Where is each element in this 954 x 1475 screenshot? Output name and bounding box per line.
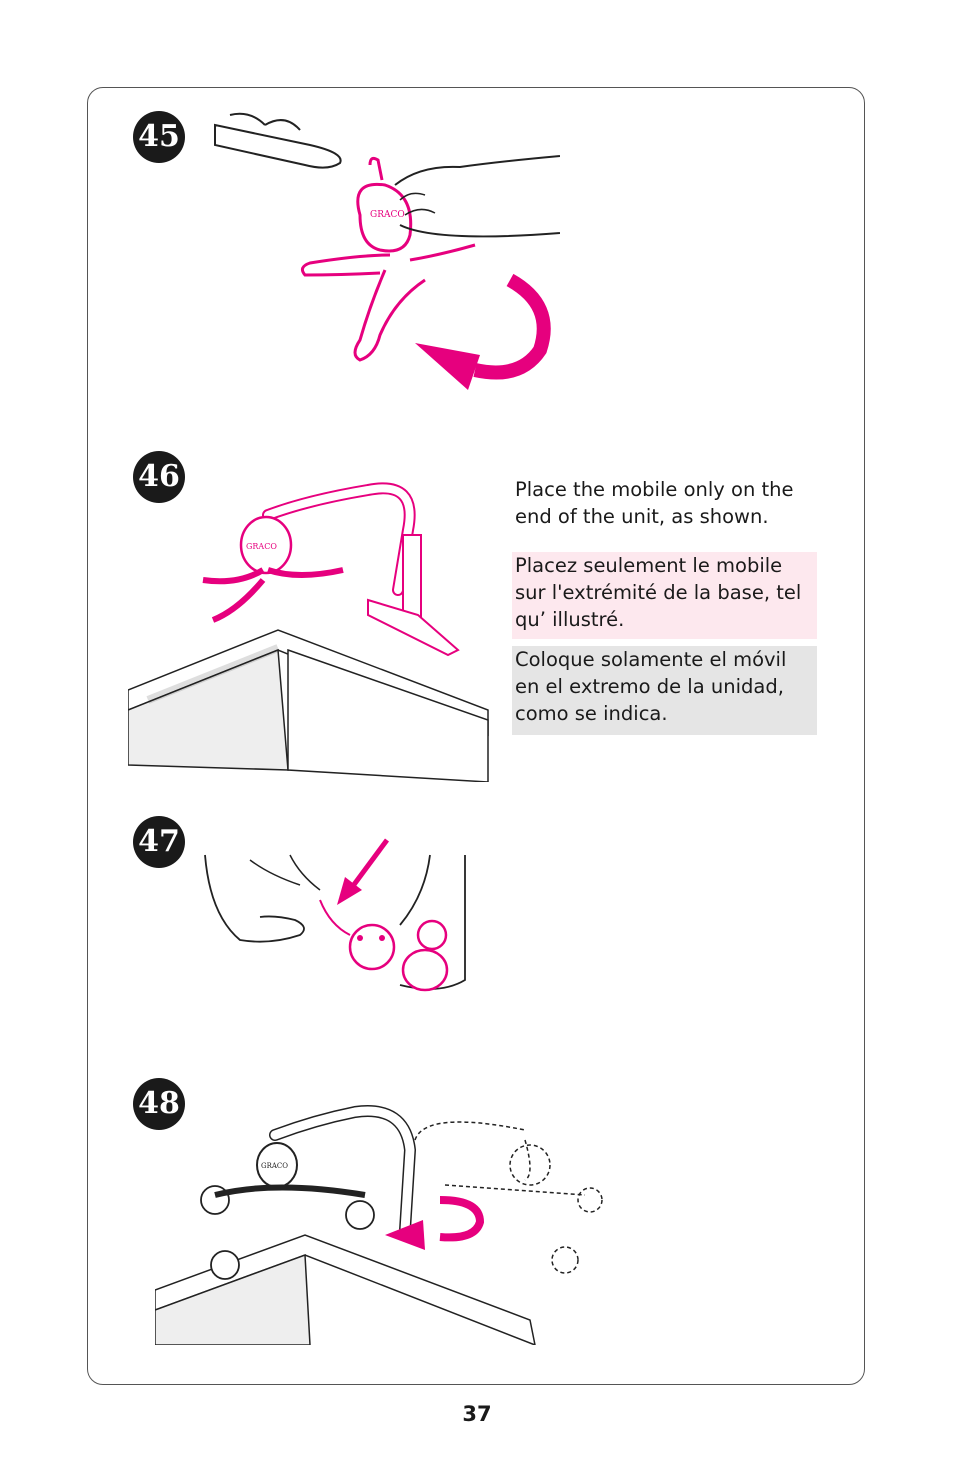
step-48-illustration: GRACO [155,1105,603,1345]
step-46-illustration: GRACO [128,482,489,782]
graco-logo-48: GRACO [261,1162,288,1170]
step-47-illustration [204,838,466,992]
step-45-badge: 45 [133,111,185,163]
step-45-illustration: GRACO [214,112,560,390]
instruction-spanish: Coloque solamente el móvil en el extremo… [512,646,817,735]
graco-logo-45: GRACO [370,210,405,220]
page-frame [87,87,865,1385]
instruction-french: Placez seulement le mobile sur l'extrémi… [512,552,817,639]
step-48-badge: 48 [133,1078,185,1130]
instruction-english: Place the mobile only on the end of the … [515,478,794,528]
graco-logo-46: GRACO [246,542,277,551]
step-47-badge: 47 [133,816,185,868]
page-number: 37 [462,1402,492,1426]
step-46-badge: 46 [133,451,185,503]
